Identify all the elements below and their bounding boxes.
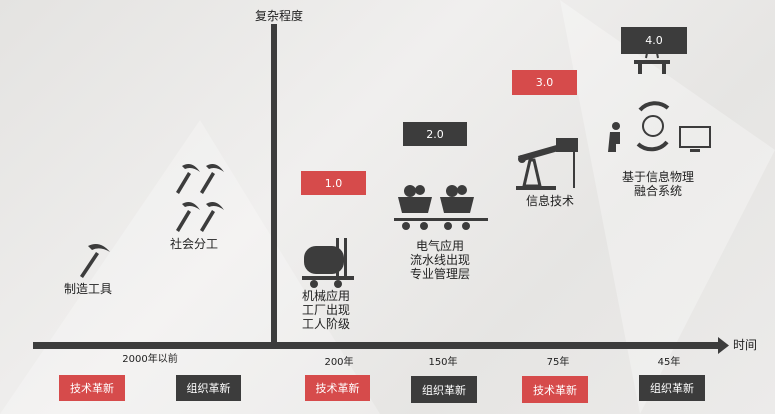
innovation-badge: 技术革新 (305, 375, 370, 401)
stage-1-desc: 机械应用 工厂出现 工人阶级 (302, 289, 350, 331)
y-axis (271, 24, 277, 348)
x-axis-arrow (718, 337, 729, 354)
desc-line: 专业管理层 (409, 267, 470, 281)
period-label: 45年 (657, 357, 681, 368)
x-axis (33, 342, 719, 349)
y-axis-label: 复杂程度 (255, 9, 304, 23)
period-label: 200年 (324, 357, 354, 368)
stage-3-badge: 3.0 (512, 70, 577, 95)
desc-line: 流水线出现 (409, 253, 470, 267)
period-label: 75年 (546, 357, 570, 368)
innovation-badge: 技术革新 (522, 376, 588, 403)
pickaxe-icon (80, 244, 110, 278)
innovation-badge: 组织革新 (411, 376, 477, 403)
innovation-badge: 组织革新 (639, 375, 705, 401)
desc-line: 基于信息物理 (621, 170, 694, 184)
period-label: 2000年以前 (122, 354, 178, 365)
desc-line: 工厂出现 (302, 303, 351, 317)
desc-line: 机械应用 (302, 289, 351, 303)
pickaxes-icon (176, 164, 224, 232)
innovation-badge: 组织革新 (176, 375, 241, 401)
stage-3-desc: 信息技术 (526, 194, 575, 208)
cyber-physical-system-icon (608, 37, 711, 152)
pumpjack-icon (516, 138, 578, 190)
period-label: 150年 (428, 357, 458, 368)
stage-4-desc: 基于信息物理 融合系统 (618, 170, 698, 198)
tank-car-icon (302, 238, 354, 288)
innovation-badge: 技术革新 (59, 375, 125, 401)
x-axis-label: 时间 (733, 338, 758, 352)
desc-line: 电气应用 (415, 239, 464, 253)
stage-2-desc: 电气应用 流水线出现 专业管理层 (405, 239, 475, 281)
mine-cart-icon (394, 185, 488, 230)
desc-line: 融合系统 (633, 184, 682, 198)
pre-label-division: 社会分工 (170, 237, 219, 251)
stage-4-badge: 4.0 (621, 27, 687, 54)
stage-2-badge: 2.0 (403, 122, 467, 146)
desc-line: 工人阶级 (302, 317, 351, 331)
stage-1-badge: 1.0 (301, 171, 366, 195)
pre-label-tools: 制造工具 (64, 282, 113, 296)
